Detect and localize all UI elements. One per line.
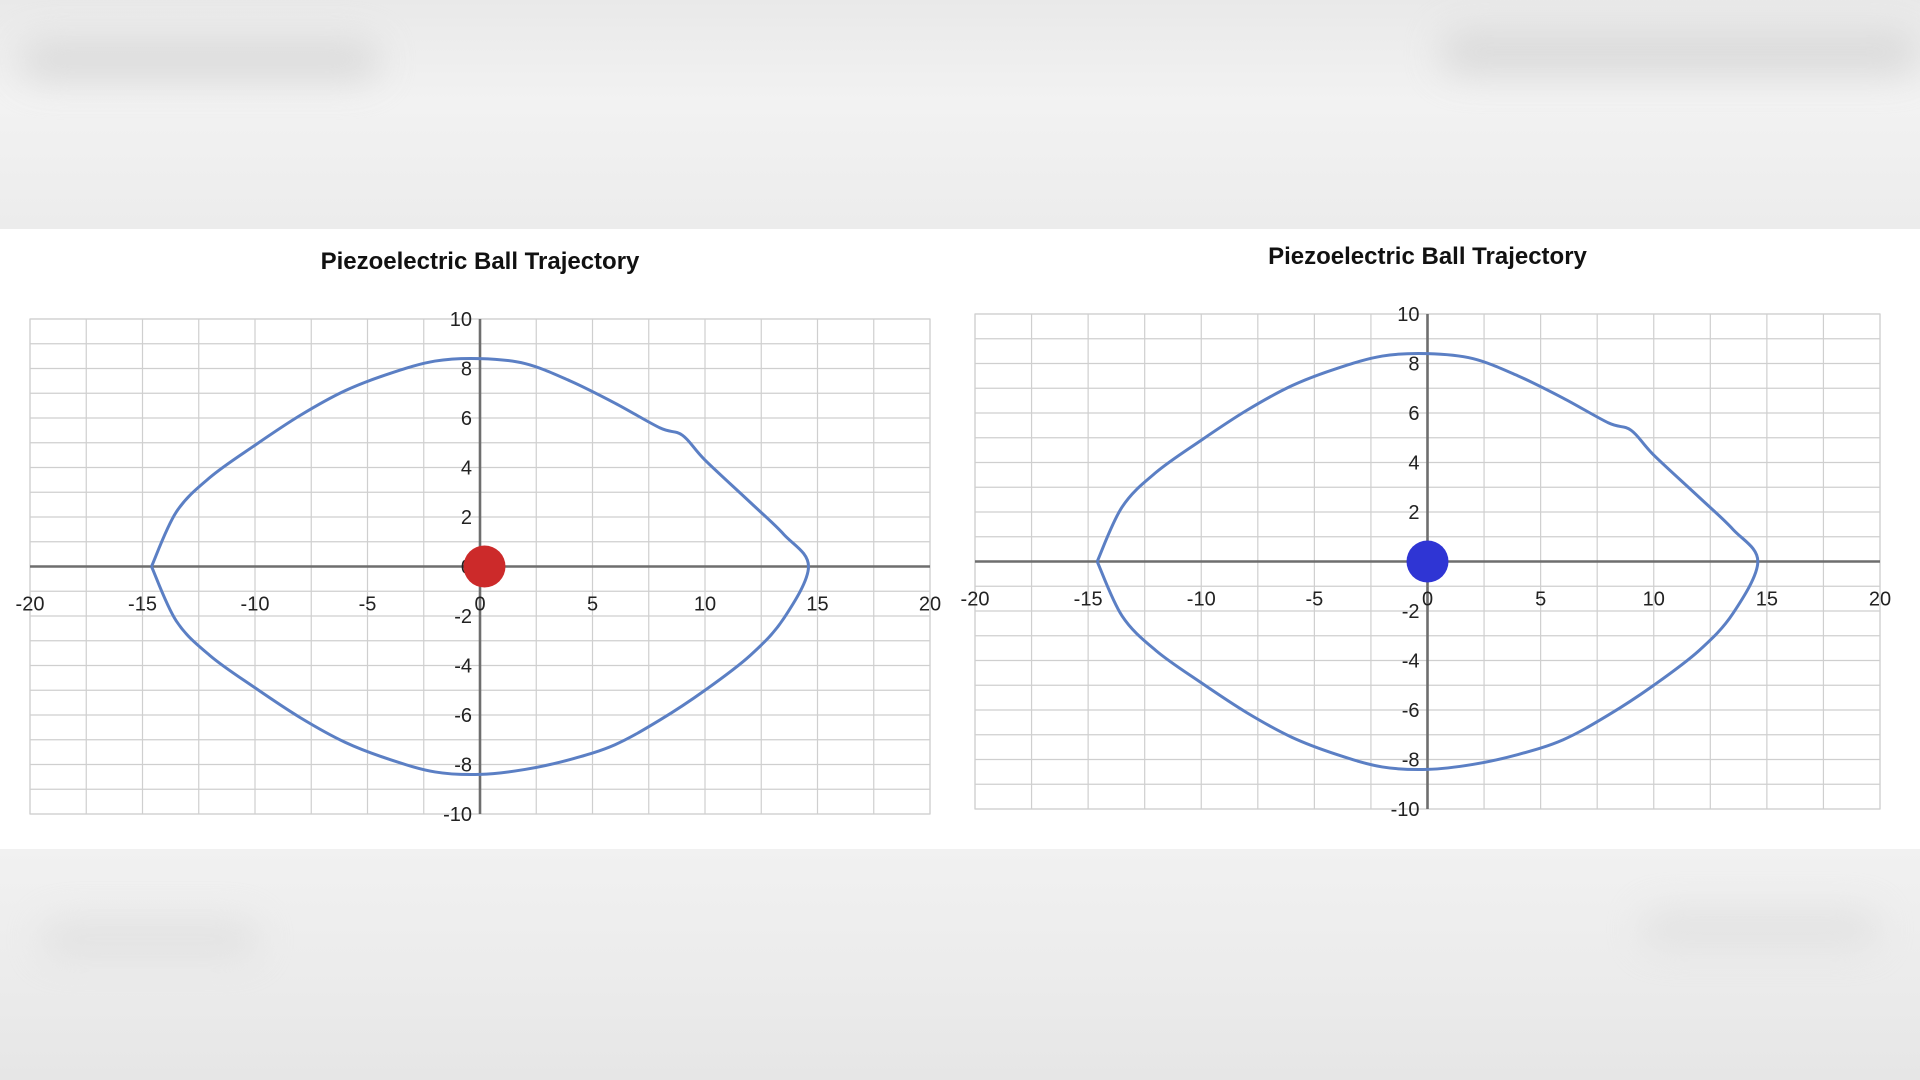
- trajectory-line: [150, 356, 810, 777]
- trajectory-chart-right: Piezoelectric Ball Trajectory -20 -15 -10 -5…: [961, 243, 1892, 821]
- y-tick-label: -4: [1402, 651, 1420, 673]
- x-tick-label: 20: [919, 594, 941, 616]
- y-tick-label: -2: [1402, 601, 1420, 623]
- x-tick-label: 5: [1535, 589, 1546, 611]
- y-tick-label: -4: [454, 656, 472, 678]
- y-tick-label: 2: [1408, 502, 1419, 524]
- x-tick-label: 5: [587, 594, 598, 616]
- blur-smudge: [40, 919, 260, 959]
- trajectory-chart-left: Piezoelectric Ball Trajectory -20 -15 -10 -5…: [16, 248, 942, 826]
- x-tick-label: -20: [16, 594, 45, 616]
- blur-smudge: [1640, 909, 1880, 949]
- x-tick-label: -5: [359, 594, 377, 616]
- y-tick-label: -8: [1402, 750, 1420, 772]
- chart-title: Piezoelectric Ball Trajectory: [321, 248, 640, 275]
- y-tick-label: -10: [443, 804, 472, 826]
- ball-marker: [1406, 540, 1449, 583]
- y-tick-label: 6: [461, 408, 472, 430]
- x-tick-label: -15: [1074, 589, 1103, 611]
- y-tick-label: -10: [1391, 799, 1420, 821]
- blurred-background-top: [0, 0, 1920, 229]
- x-tick-label: -5: [1305, 589, 1323, 611]
- y-tick-label: 10: [450, 309, 472, 331]
- x-tick-label: -20: [961, 589, 990, 611]
- x-tick-label: 0: [474, 594, 485, 616]
- x-tick-label: -10: [1187, 589, 1216, 611]
- y-tick-label: 8: [461, 359, 472, 381]
- y-tick-label: -8: [454, 755, 472, 777]
- y-tick-label: 10: [1397, 304, 1419, 326]
- blur-smudge: [20, 40, 380, 80]
- x-tick-label: 0: [1422, 589, 1433, 611]
- x-tick-label: 15: [806, 594, 828, 616]
- y-tick-label: 6: [1408, 403, 1419, 425]
- y-tick-label: 8: [1408, 354, 1419, 376]
- x-tick-label: -10: [241, 594, 270, 616]
- blur-smudge: [1440, 30, 1920, 74]
- y-tick-label: -2: [454, 606, 472, 628]
- chart-title: Piezoelectric Ball Trajectory: [1268, 243, 1587, 270]
- y-tick-label: -6: [1402, 700, 1420, 722]
- y-tick-label: -6: [454, 705, 472, 727]
- blurred-background-bottom: [0, 849, 1920, 1080]
- trajectory-line: [1095, 351, 1760, 772]
- x-tick-label: 15: [1756, 589, 1778, 611]
- x-tick-label: -15: [128, 594, 157, 616]
- y-tick-label: 2: [461, 507, 472, 529]
- x-tick-label: 10: [694, 594, 716, 616]
- ball-marker: [463, 545, 506, 588]
- x-tick-label: 10: [1643, 589, 1665, 611]
- y-tick-label: 4: [461, 458, 472, 480]
- y-tick-label: 4: [1408, 453, 1419, 475]
- figure-panel: Piezoelectric Ball Trajectory-20-15-10-5…: [0, 229, 1920, 849]
- x-tick-label: 20: [1869, 589, 1891, 611]
